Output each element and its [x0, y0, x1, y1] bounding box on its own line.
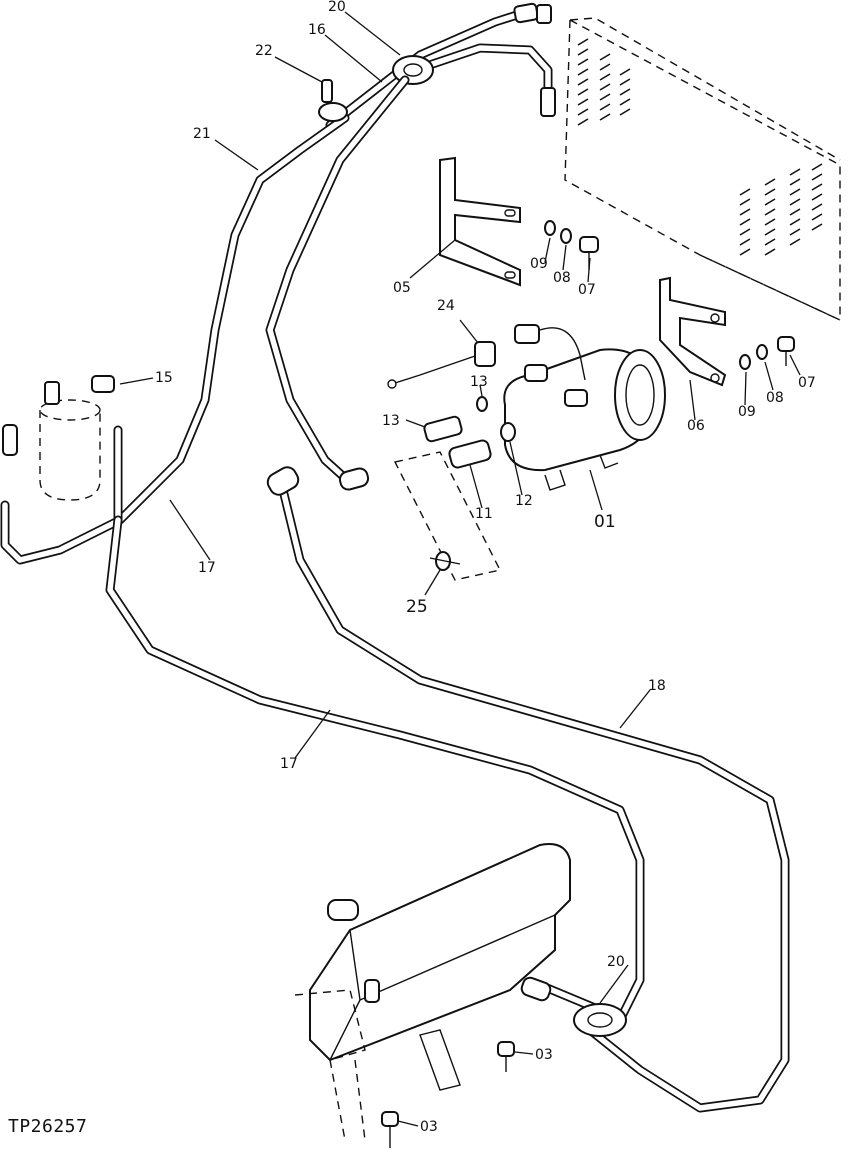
- callout-18: 18: [648, 678, 666, 694]
- compressor-01: [500, 324, 666, 491]
- condenser: [564, 17, 841, 322]
- callout-01: 01: [594, 512, 616, 532]
- callout-17-upper: 17: [198, 560, 216, 576]
- hose-18-main: [266, 466, 790, 1113]
- callout-03-right: 03: [535, 1047, 553, 1063]
- washer-09-upper: [544, 220, 556, 236]
- receiver-drier: [39, 375, 123, 525]
- callout-21: 21: [193, 126, 211, 142]
- callout-24: 24: [437, 298, 455, 314]
- callout-25: 25: [406, 597, 428, 617]
- clamp-20-lower: [573, 1003, 627, 1037]
- lockwasher-08-upper: [560, 228, 572, 244]
- bolt-03-bottom: [381, 1111, 399, 1148]
- hose-16: [395, 43, 556, 117]
- callout-20-lower: 20: [607, 954, 625, 970]
- bracket-05: [439, 156, 521, 287]
- callout-09-upper: 09: [530, 256, 548, 272]
- callout-08-right: 08: [766, 390, 784, 406]
- callout-20-upper: 20: [328, 0, 346, 15]
- callout-06: 06: [687, 418, 705, 434]
- hose-20-upper: [325, 2, 552, 130]
- valve-25: [429, 551, 461, 571]
- clamp-20-upper: [392, 55, 434, 85]
- washer-09-right: [739, 354, 751, 370]
- switch-11: [448, 439, 492, 469]
- connector-24: [387, 341, 496, 389]
- callout-12: 12: [515, 493, 533, 509]
- callout-08-upper: 08: [553, 270, 571, 286]
- hose-18-upper: [265, 75, 410, 491]
- bolt-07-upper: [579, 236, 599, 270]
- callout-17-lower: 17: [280, 756, 298, 772]
- callout-03-bottom: 03: [420, 1119, 438, 1135]
- callout-15: 15: [155, 370, 173, 386]
- callout-16: 16: [308, 22, 326, 38]
- callout-11: 11: [475, 506, 493, 522]
- callout-07-right: 07: [798, 375, 816, 391]
- oring-13-small: [476, 396, 488, 412]
- bolt-03-right: [497, 1041, 515, 1072]
- callout-13-small: 13: [470, 374, 488, 390]
- evaporator-unit: [294, 843, 620, 1141]
- callout-05: 05: [393, 280, 411, 296]
- bracket-06: [659, 276, 727, 387]
- lockwasher-08-right: [756, 344, 768, 360]
- callout-13: 13: [382, 413, 400, 429]
- detail-callout-box: [393, 451, 502, 581]
- callout-09-right: 09: [738, 404, 756, 420]
- leader-lines: [119, 11, 801, 1127]
- clip-22: [318, 79, 348, 122]
- callout-labels: 20 16 22 21 05 09 08 07 24 13 13 11 12 0…: [155, 0, 816, 1135]
- callout-22: 22: [255, 43, 273, 59]
- hose-21: [0, 113, 350, 565]
- bolt-07-right: [777, 336, 795, 366]
- hose-17-main: [105, 515, 645, 1025]
- callout-07-upper: 07: [578, 282, 596, 298]
- catalog-code: TP26257: [8, 1116, 88, 1137]
- switch-13: [423, 415, 463, 443]
